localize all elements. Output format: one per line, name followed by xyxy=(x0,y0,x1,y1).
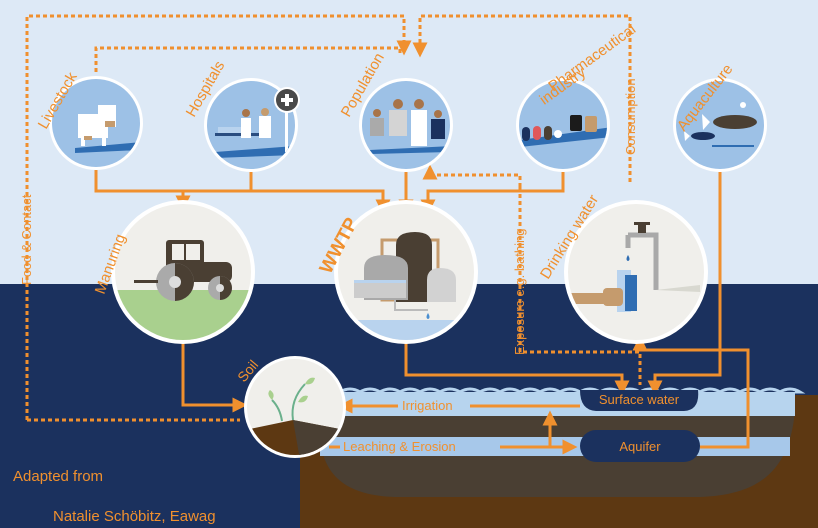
drinking-water-node: Drinking water xyxy=(537,192,708,344)
ground-section xyxy=(300,387,818,528)
food-contact-label: Food & Contact xyxy=(19,194,34,285)
tap-icon xyxy=(568,222,700,312)
people-icon xyxy=(370,99,450,154)
credit-line2: Natalie Schöbitz, Eawag xyxy=(53,508,216,525)
fish-icon xyxy=(684,102,757,147)
consumption-label: Consumption xyxy=(623,78,638,155)
surface-water-label: Surface water xyxy=(599,392,680,407)
consumption-line xyxy=(412,14,632,182)
solid-flows xyxy=(94,170,750,455)
dotted-flows xyxy=(25,14,642,422)
aquaculture-node: Aquaculture xyxy=(673,61,767,172)
treatment-plant-icon xyxy=(340,232,474,340)
exposure-down-line xyxy=(518,187,642,385)
livestock-node: Livestock xyxy=(35,69,143,170)
exposure-up-line xyxy=(422,164,522,187)
irrigation-label: Irrigation xyxy=(402,398,453,413)
cow-icon xyxy=(75,105,140,153)
leaching-label: Leaching & Erosion xyxy=(343,439,456,454)
surface-water-node: Surface water xyxy=(580,390,699,411)
exposure-label: Exposure e.g. bathing xyxy=(512,229,527,355)
wwtp-node: WWTP xyxy=(316,200,478,344)
medicine-icon xyxy=(520,115,607,147)
hospital-icon xyxy=(215,100,295,158)
credit-line1: Adapted from xyxy=(13,468,103,485)
aquifer-label: Aquifer xyxy=(619,439,661,454)
livestock-to-population-line xyxy=(94,46,402,72)
aquifer-node: Aquifer xyxy=(580,430,700,462)
population-node: Population xyxy=(338,50,453,172)
